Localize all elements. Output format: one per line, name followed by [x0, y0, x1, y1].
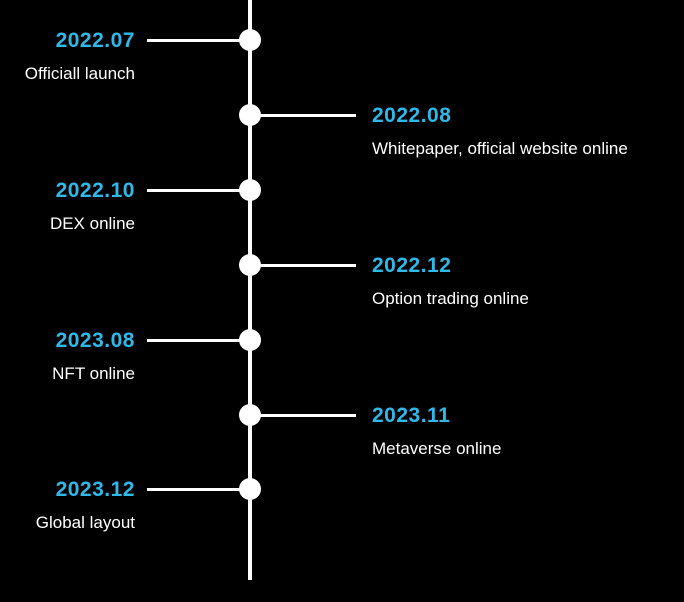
timeline-node — [239, 254, 261, 276]
milestone-date: 2022.08 — [372, 104, 452, 127]
connector-line — [147, 487, 250, 491]
milestone-date: 2023.11 — [372, 404, 451, 427]
milestone-label: Metaverse online — [372, 439, 502, 458]
milestone-date: 2023.12 — [55, 478, 135, 501]
timeline-node — [239, 29, 261, 51]
timeline-node — [239, 329, 261, 351]
milestone-label: NFT online — [52, 364, 135, 383]
milestone-label: Whitepaper, official website online — [372, 139, 628, 158]
connector-line — [250, 263, 356, 267]
milestone-label: Global layout — [35, 513, 135, 532]
timeline-axis-line — [248, 0, 252, 580]
connector-line — [147, 338, 250, 342]
timeline-node — [239, 478, 261, 500]
milestone-date: 2023.08 — [55, 329, 135, 352]
milestone-label: Option trading online — [372, 289, 529, 308]
connector-line — [250, 113, 356, 117]
timeline-node — [239, 104, 261, 126]
milestone-date: 2022.10 — [55, 179, 135, 202]
connector-line — [250, 413, 356, 417]
milestone-label: DEX online — [49, 214, 135, 233]
timeline-node — [239, 404, 261, 426]
connector-line — [147, 38, 250, 42]
milestone-date: 2022.07 — [55, 29, 135, 52]
milestone-label: Officiall launch — [24, 64, 135, 83]
timeline-node — [239, 179, 261, 201]
connector-line — [147, 188, 250, 192]
milestone-date: 2022.12 — [372, 254, 452, 277]
